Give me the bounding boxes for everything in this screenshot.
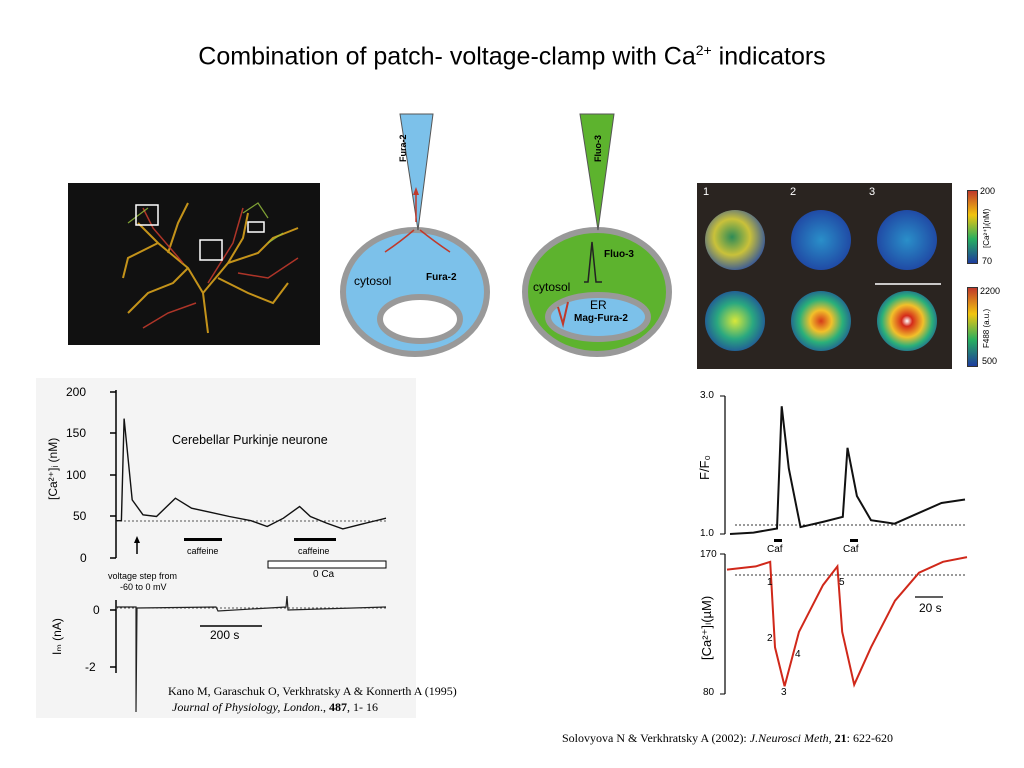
ff0-chart [695, 388, 975, 558]
colorbar-bottom-label: F488 (a.u.) [982, 308, 991, 348]
point-label-1: 1 [767, 577, 773, 588]
chart-series-line [726, 556, 968, 688]
voltage-step-label-2: -60 to 0 mV [120, 582, 167, 592]
fura2-cytosol-label: cytosol [354, 274, 392, 288]
fluo3-cytosol-label: cytosol [533, 280, 571, 294]
colorbar-top-label: [Ca²⁺]ᵢ(nM) [982, 208, 991, 248]
ff0-ytick-1: 1.0 [700, 528, 714, 539]
panel-number-2: 2 [790, 186, 797, 198]
left-ytick-50: 50 [73, 509, 87, 523]
im-ytick-neg2: -2 [85, 660, 96, 674]
colorbar-top [967, 190, 978, 264]
colorbar-bottom-min: 500 [982, 356, 998, 366]
left-ytick-100: 100 [66, 468, 87, 482]
left-ytick-0: 0 [80, 551, 87, 565]
point-label-4: 4 [795, 649, 801, 660]
fluo3-dye-label: Fluo-3 [604, 249, 634, 260]
citation-left-authors: Kano M, Garaschuk O, Verkhratsky A & Kon… [168, 684, 457, 698]
point-label-3: 3 [781, 687, 787, 698]
erca-ytick-80: 80 [703, 687, 715, 698]
er-label: ER [590, 298, 607, 312]
caf-label-2: Caf [843, 544, 859, 555]
colorbar-bottom [967, 287, 978, 367]
calcium-imaging-panel [697, 183, 952, 369]
chart-series-line [729, 406, 966, 535]
erca-ylabel: [Ca²⁺]ₗ(µM) [699, 595, 714, 660]
caf-label-1: Caf [767, 544, 783, 555]
colorbar-bottom-max: 2200 [980, 286, 1001, 296]
caffeine-label-1: caffeine [187, 546, 219, 556]
left-ytick-200: 200 [66, 385, 87, 399]
er-calcium-chart [695, 552, 975, 702]
ff0-ytick-3: 3.0 [700, 390, 714, 401]
mag-fura2-label: Mag-Fura-2 [574, 313, 628, 324]
citation-left-journal-line: Journal of Physiology, London., 487, 1- … [172, 700, 378, 714]
citation-right: Solovyova N & Verkhratsky A (2002): J.Ne… [562, 731, 893, 745]
left-chart-title: Cerebellar Purkinje neurone [172, 433, 328, 447]
fluo3-diagram [522, 112, 682, 362]
colorbar-top-max: 200 [980, 186, 996, 196]
chart-series-line [116, 418, 387, 530]
left-ytick-150: 150 [66, 426, 87, 440]
caffeine-label-2: caffeine [298, 546, 330, 556]
colorbar-top-min: 70 [982, 256, 993, 266]
fura2-diagram [340, 112, 500, 362]
im-ytick-0: 0 [93, 603, 100, 617]
fluo3-pipette-label: Fluo-3 [593, 135, 603, 162]
zero-ca-label: 0 Ca [313, 569, 335, 580]
ff0-ylabel: F/F₀ [697, 455, 712, 480]
panel-number-3: 3 [869, 186, 876, 198]
point-label-5: 5 [839, 577, 845, 588]
point-label-2: 2 [767, 633, 773, 644]
voltage-step-label-1: voltage step from [108, 571, 178, 581]
fura2-dye-label: Fura-2 [426, 272, 457, 283]
im-ylabel: Iₘ (nA) [50, 618, 64, 655]
left-chart-ylabel: [Ca²⁺]ᵢ (nM) [46, 437, 60, 500]
panel-number-1: 1 [703, 186, 710, 198]
scale-bar-200s: 200 s [210, 628, 240, 642]
erca-ytick-170: 170 [700, 549, 717, 560]
purkinje-chart [36, 378, 416, 718]
fura2-pipette-label: Fura-2 [398, 134, 408, 162]
purkinje-neuron-image [68, 183, 320, 345]
scale-bar-20s: 20 s [919, 601, 942, 615]
slide-title: Combination of patch- voltage-clamp with… [198, 42, 826, 71]
